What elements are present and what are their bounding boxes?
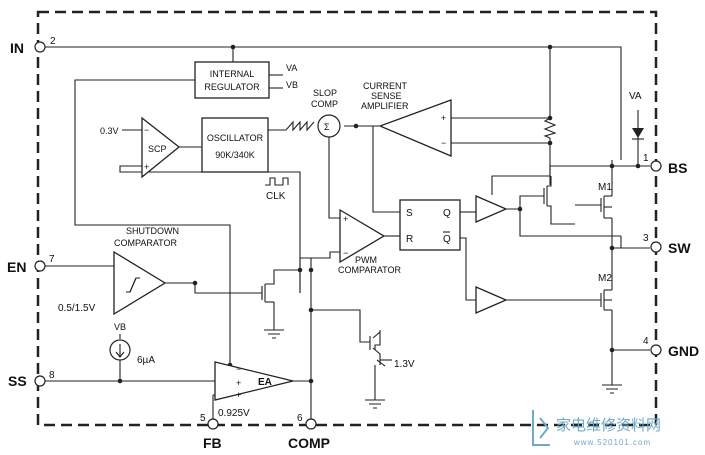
pin-fb-number: 5	[200, 413, 206, 424]
slope-line2: COMP	[311, 99, 338, 109]
pin-sw-label: SW	[668, 240, 691, 256]
pin-in: IN 2	[10, 36, 56, 56]
regulator-line1: INTERNAL	[210, 69, 255, 79]
current-source-supply: VB	[114, 322, 126, 332]
pin-in-label: IN	[10, 40, 24, 56]
latch-qbar: Q	[443, 234, 451, 245]
pin-fb-label: FB	[203, 435, 222, 451]
pin-bs-number: 1	[643, 153, 649, 164]
svg-text:+: +	[236, 378, 241, 388]
pin-comp: COMP 6	[288, 413, 330, 451]
scp-reference: 0.3V	[100, 126, 119, 136]
svg-text:−: −	[343, 248, 348, 258]
svg-text:−: −	[236, 364, 241, 374]
pin-gnd-number: 4	[643, 336, 649, 347]
regulator-vb: VB	[286, 80, 298, 90]
watermark-title: 家电维修资料网	[556, 417, 661, 434]
pin-gnd: GND 4	[643, 336, 699, 359]
pin-sw-circle	[650, 241, 662, 253]
pin-en-label: EN	[7, 259, 26, 275]
pin-bs-circle	[650, 160, 662, 172]
scp-label: SCP	[148, 144, 167, 154]
high-side-buffer	[475, 195, 508, 223]
svg-text:+: +	[144, 162, 149, 172]
svg-text:−: −	[441, 138, 446, 148]
pin-bs: BS 1	[643, 153, 687, 176]
pin-sw: SW 3	[643, 233, 691, 256]
pin-comp-circle	[305, 418, 317, 430]
pin-ss-number: 8	[49, 370, 55, 381]
pin-gnd-label: GND	[668, 343, 699, 359]
svg-text:+: +	[441, 113, 446, 123]
shutdown-comparator: SHUTDOWN COMPARATOR 0.5/1.5V	[58, 226, 179, 316]
latch-q: Q	[443, 208, 451, 219]
driver-transistor	[543, 176, 552, 215]
current-source: VB 6µA	[109, 322, 155, 366]
m2-transistor: M2	[598, 273, 612, 311]
ea-label: EA	[258, 377, 272, 388]
current-source-value: 6µA	[137, 355, 155, 366]
ea-reference: 0.925V	[218, 408, 250, 419]
svg-text:Σ: Σ	[324, 122, 330, 132]
pin-fb-circle	[207, 418, 219, 430]
pwm-line1: PWM	[355, 255, 377, 265]
clamp-transistor: 1.3V	[369, 331, 415, 370]
current-sense-line1: CURRENT	[363, 81, 408, 91]
pin-ss-circle	[34, 375, 46, 387]
wires	[45, 46, 650, 419]
watermark: 家电维修资料网 www.520101.com	[532, 410, 661, 447]
m1-transistor: M1	[598, 182, 612, 219]
svg-text:−: −	[144, 125, 149, 135]
pin-comp-label: COMP	[288, 435, 330, 451]
clk-label: CLK	[266, 191, 286, 202]
sr-latch: S R Q Q	[399, 199, 461, 251]
shutdown-line1: SHUTDOWN	[126, 226, 179, 236]
oscillator-line2: 90K/340K	[215, 150, 255, 160]
regulator-line2: REGULATOR	[204, 82, 260, 92]
current-sense-amplifier: + − CURRENT SENSE AMPLIFIER	[361, 81, 452, 157]
oscillator-line1: OSCILLATOR	[207, 133, 264, 143]
svg-text:+: +	[236, 390, 241, 400]
pin-ss: SS 8	[8, 370, 55, 389]
oscillator: OSCILLATOR 90K/340K CLK	[201, 117, 315, 202]
pin-bs-label: BS	[668, 160, 687, 176]
clamp-value: 1.3V	[394, 359, 415, 370]
shutdown-line2: COMPARATOR	[114, 238, 178, 248]
pin-en-number: 7	[49, 254, 55, 265]
chip-boundary	[36, 10, 658, 427]
pwm-comparator: + − PWM COMPARATOR	[338, 208, 402, 275]
shutdown-transistor	[261, 279, 275, 303]
pin-sw-number: 3	[643, 233, 649, 244]
latch-s: S	[406, 208, 413, 219]
va-diode-label: VA	[629, 91, 642, 102]
error-amplifier: − + + EA 0.925V	[214, 361, 294, 419]
pin-in-number: 2	[50, 36, 56, 47]
watermark-url: www.520101.com	[573, 438, 651, 447]
slope-compensation: Σ SLOP COMP	[311, 88, 341, 138]
pin-en-circle	[34, 260, 46, 272]
va-diode: VA	[629, 91, 644, 140]
current-sense-line3: AMPLIFIER	[361, 101, 409, 111]
svg-text:+: +	[343, 214, 348, 224]
pin-in-circle	[34, 41, 46, 53]
pin-ss-label: SS	[8, 373, 27, 389]
low-side-buffer	[475, 286, 508, 314]
slope-line1: SLOP	[313, 88, 337, 98]
pin-gnd-circle	[650, 344, 662, 356]
shutdown-thresholds: 0.5/1.5V	[58, 303, 96, 314]
pin-en: EN 7	[7, 254, 55, 275]
pwm-line2: COMPARATOR	[338, 265, 402, 275]
internal-regulator: INTERNAL REGULATOR VA VB	[194, 61, 298, 99]
sense-resistor	[543, 117, 557, 139]
m2-label: M2	[598, 273, 612, 284]
ground-symbols	[264, 329, 622, 409]
regulator-va: VA	[286, 63, 297, 73]
latch-r: R	[406, 234, 413, 245]
current-sense-line2: SENSE	[371, 91, 402, 101]
m1-label: M1	[598, 182, 612, 193]
scp-comparator: SCP 0.3V − +	[100, 116, 181, 179]
pin-comp-number: 6	[297, 413, 303, 424]
